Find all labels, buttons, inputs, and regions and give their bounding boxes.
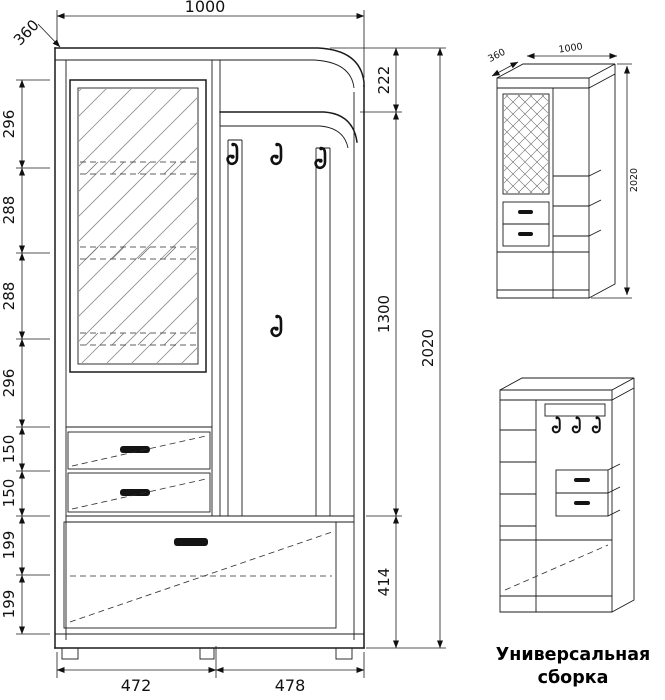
dim-top-width: 1000 bbox=[185, 0, 226, 16]
iso-dim-height: 2020 bbox=[629, 168, 640, 192]
assembly-caption-line1: Универсальная bbox=[495, 645, 651, 665]
dim-right-3: 414 bbox=[375, 568, 393, 597]
hidden-shelf-3 bbox=[80, 332, 196, 346]
drawer-unit bbox=[66, 426, 212, 513]
carcass-panels bbox=[54, 47, 365, 649]
coat-hook-icon bbox=[571, 415, 581, 434]
dim-left-8: 199 bbox=[0, 590, 18, 619]
coat-hook-icon bbox=[591, 415, 601, 434]
coat-hook-icon bbox=[314, 145, 327, 170]
dim-left-1: 296 bbox=[0, 110, 18, 139]
top-canopy bbox=[54, 47, 365, 89]
iso-drawer-handle bbox=[574, 478, 590, 482]
dim-top-depth: 360 bbox=[10, 16, 43, 49]
hat-shelf bbox=[219, 111, 358, 149]
coat-hook-panel bbox=[226, 139, 331, 516]
iso-drawer-handle bbox=[518, 232, 533, 236]
mirror-hatching bbox=[79, 89, 197, 363]
iso-dim-width: 1000 bbox=[558, 41, 583, 55]
dim-bottom-right: 478 bbox=[275, 676, 306, 695]
cabinet-door-handle bbox=[174, 538, 208, 546]
dim-left-2: 288 bbox=[0, 196, 18, 225]
dim-left-5: 150 bbox=[0, 435, 18, 464]
drawer-handle-2 bbox=[120, 489, 150, 496]
dim-overall-height: 2020 bbox=[419, 329, 437, 367]
dim-right-1: 222 bbox=[375, 66, 393, 95]
dimension-lines: 1000 360 296 288 288 296 150 150 199 199 bbox=[0, 0, 446, 695]
iso2-hook-rail bbox=[544, 403, 606, 417]
mirror-panel bbox=[69, 79, 207, 373]
assembly-caption: Универсальная сборка bbox=[473, 644, 665, 690]
dim-left-4: 296 bbox=[0, 369, 18, 398]
drawer-handle-1 bbox=[120, 446, 150, 453]
iso-mirror bbox=[502, 93, 550, 195]
coat-hook-icon bbox=[270, 313, 283, 338]
coat-hook-icon bbox=[270, 141, 283, 166]
hidden-shelf-1 bbox=[80, 161, 196, 175]
iso-drawer-handle bbox=[518, 210, 533, 214]
dim-left-7: 199 bbox=[0, 531, 18, 560]
iso-view-primary: 360 1000 2020 bbox=[486, 41, 640, 299]
coat-hook-icon bbox=[551, 415, 561, 434]
feet bbox=[61, 647, 353, 660]
drawer-front-2 bbox=[67, 472, 211, 513]
iso-mirror-crosshatch bbox=[504, 95, 548, 193]
dim-bottom-left: 472 bbox=[121, 676, 152, 695]
hidden-shelf-2 bbox=[80, 246, 196, 260]
dim-right-2: 1300 bbox=[375, 295, 393, 333]
assembly-caption-line2: сборка bbox=[537, 668, 609, 688]
dim-left-6: 150 bbox=[0, 479, 18, 508]
base-cabinet bbox=[63, 515, 354, 629]
iso-view-mirrored bbox=[499, 377, 635, 613]
drawer-front-1 bbox=[67, 431, 211, 470]
iso-drawer-handle bbox=[574, 501, 590, 505]
front-elevation: 1000 360 296 288 288 296 150 150 199 199 bbox=[0, 0, 446, 695]
mirror-frame bbox=[69, 79, 207, 373]
coat-hook-icon bbox=[226, 141, 239, 166]
dim-left-3: 288 bbox=[0, 282, 18, 311]
iso-dim-depth: 360 bbox=[486, 47, 507, 65]
cabinet-door bbox=[63, 521, 337, 629]
